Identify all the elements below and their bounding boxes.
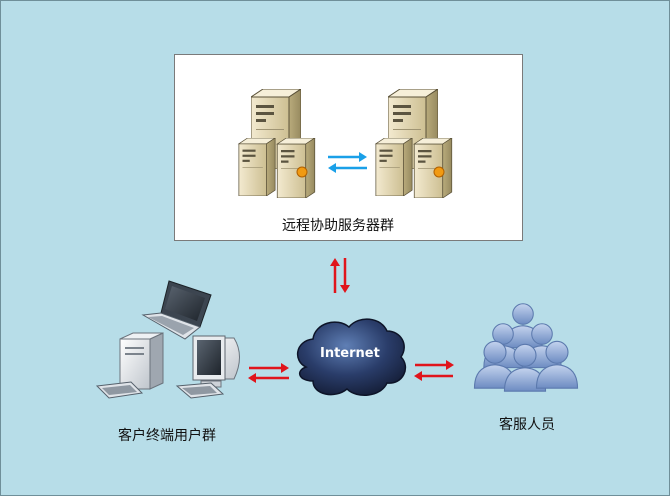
server-group-label: 远程协助服务器群 bbox=[282, 218, 394, 234]
laptop-icon bbox=[141, 280, 212, 340]
desktop-computer-icon-right bbox=[175, 335, 240, 399]
people-group-icon bbox=[473, 303, 579, 392]
client-link-arrows bbox=[248, 363, 289, 383]
vertical-link-arrows bbox=[330, 258, 350, 293]
support-staff-label: 客服人员 bbox=[499, 417, 555, 433]
internet-label: Internet bbox=[320, 346, 380, 361]
server-group-panel bbox=[174, 54, 523, 241]
desktop-computer-icon-left bbox=[95, 332, 164, 399]
cloud-icon bbox=[297, 318, 407, 396]
client-group-label: 客户终端用户群 bbox=[118, 428, 216, 444]
support-link-arrows bbox=[414, 360, 454, 381]
